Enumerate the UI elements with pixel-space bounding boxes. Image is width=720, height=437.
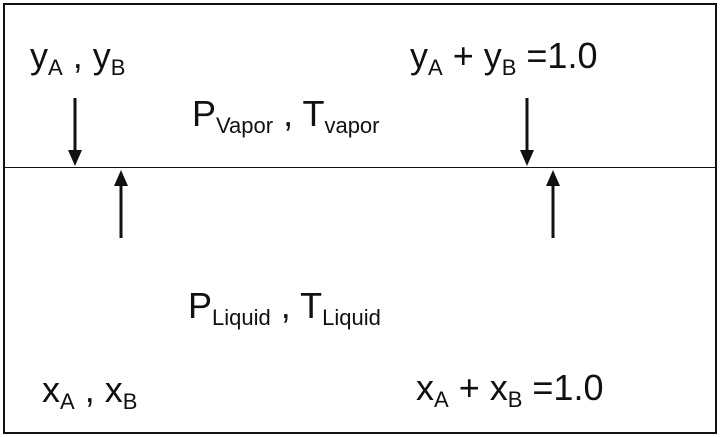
vapor-liquid-interface-line bbox=[5, 167, 715, 168]
arrow-up-left bbox=[114, 170, 128, 238]
arrow-up-right bbox=[546, 170, 560, 238]
diagram-frame bbox=[3, 3, 717, 434]
liquid-mole-fraction-labels: xA , xB bbox=[42, 369, 138, 414]
liquid-fraction-sum-equation: xA + xB =1.0 bbox=[416, 367, 604, 412]
vapor-pressure-temperature-label: PVapor , Tvapor bbox=[192, 93, 380, 138]
vapor-mole-fraction-labels: yA , yB bbox=[30, 35, 126, 80]
liquid-pressure-temperature-label: PLiquid , TLiquid bbox=[188, 285, 381, 330]
arrow-down-right bbox=[520, 98, 534, 166]
vapor-fraction-sum-equation: yA + yB =1.0 bbox=[410, 35, 598, 80]
arrow-down-left bbox=[68, 98, 82, 166]
